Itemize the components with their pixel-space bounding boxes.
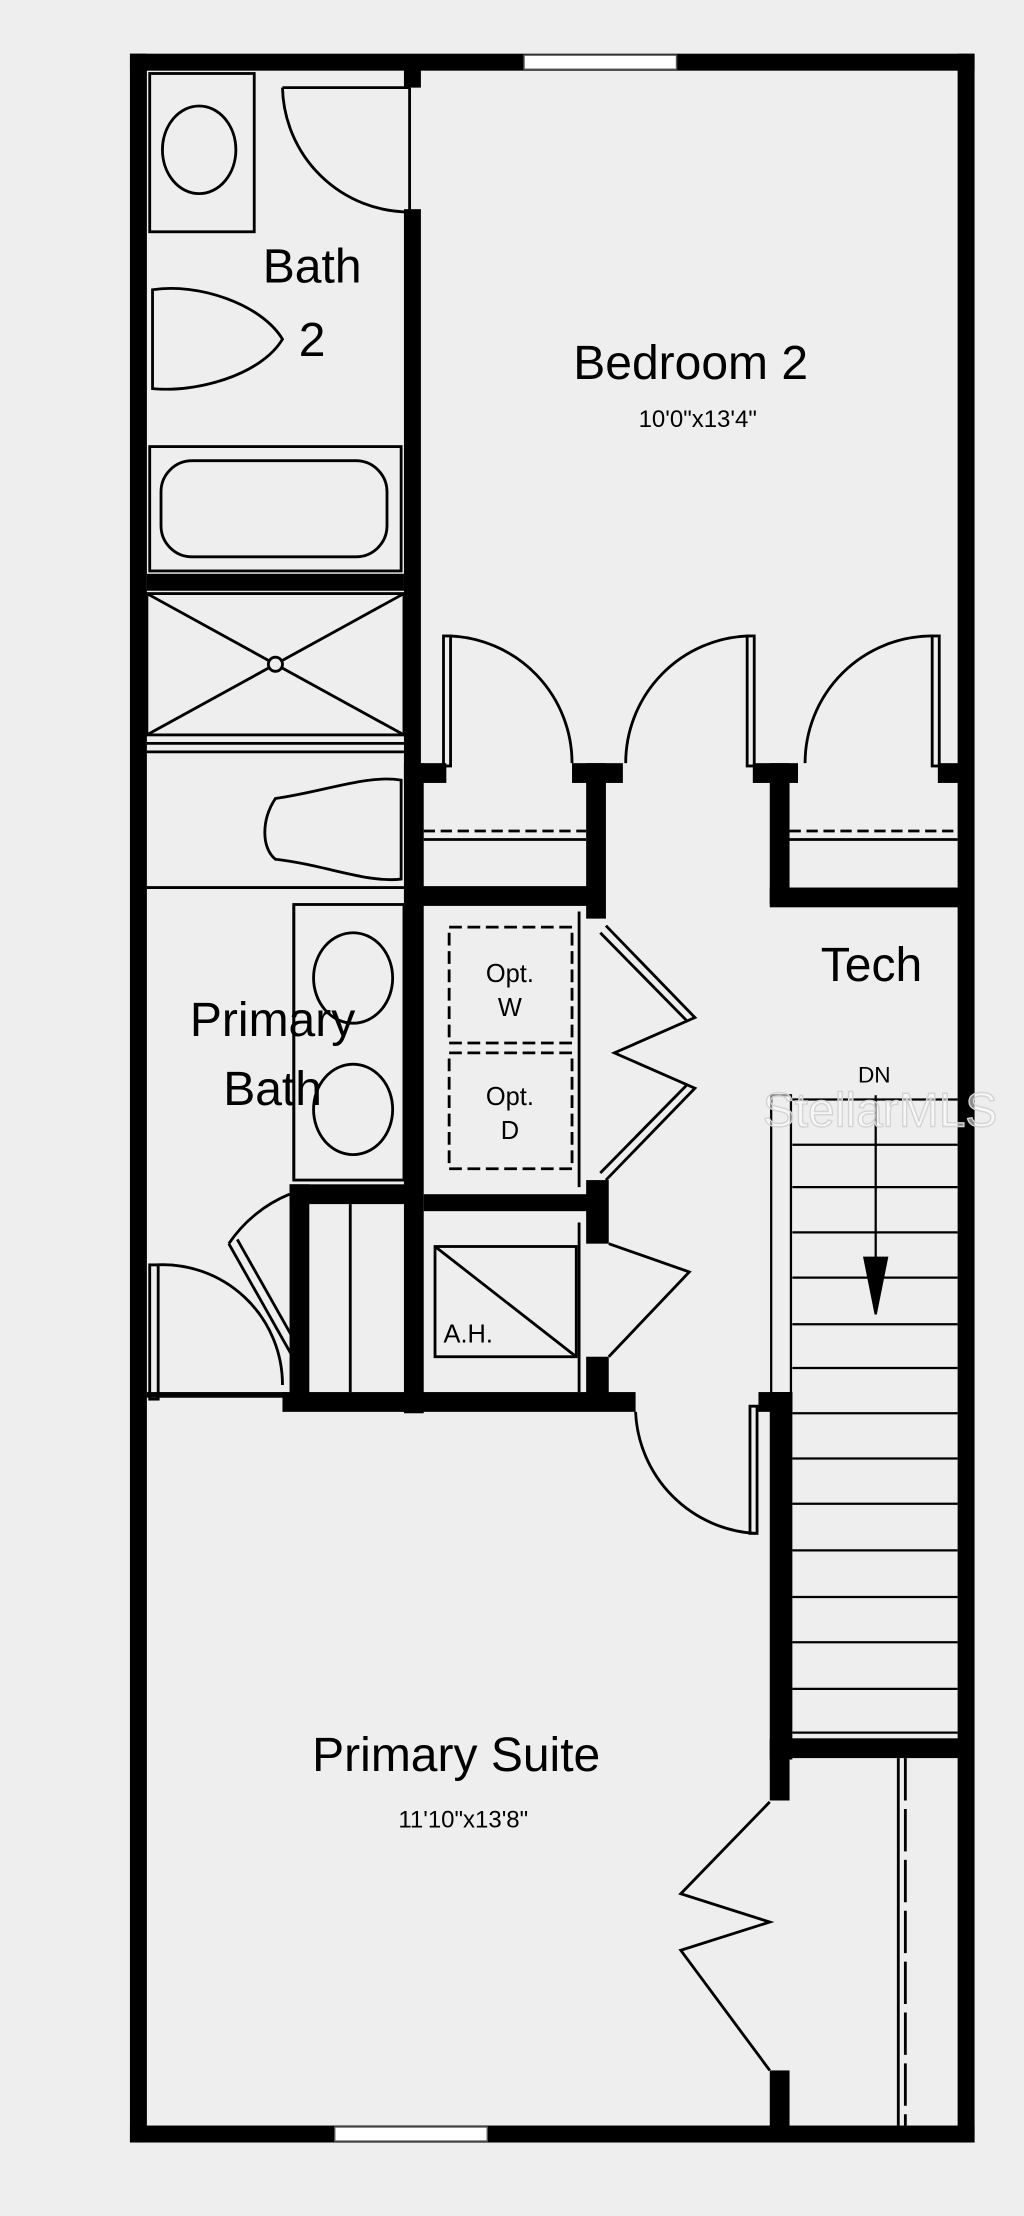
stairs-down-label: DN [858, 1063, 891, 1088]
primary-bath-label-line1: Primary [190, 994, 355, 1047]
opt-dryer-label-line1: Opt. [486, 1083, 534, 1111]
opt-washer-label-line2: W [498, 994, 522, 1022]
laundry [447, 911, 581, 1188]
bedroom2-dimensions: 10'0"x13'4" [639, 406, 757, 433]
closet-doors [423, 634, 958, 2126]
bath2-fixtures [148, 72, 412, 573]
primary-bath-label-line2: Bath [223, 1063, 322, 1116]
air-handler [433, 1222, 581, 1393]
shower [145, 592, 406, 754]
interior-walls [146, 67, 961, 2135]
windows [334, 54, 678, 2142]
primary-bath-fixtures [146, 777, 406, 1401]
watermark: StellarMLS [763, 1084, 998, 1137]
primary-suite-dimensions: 11'10"x13'8" [398, 1806, 528, 1833]
bath2-label-line1: Bath [263, 241, 362, 294]
primary-suite-label: Primary Suite [312, 1729, 600, 1782]
opt-washer-label-line1: Opt. [486, 960, 534, 988]
stairs [770, 1094, 958, 1734]
bath2-label-line2: 2 [299, 314, 326, 367]
opt-dryer-label-line2: D [501, 1117, 519, 1145]
bedroom2-label: Bedroom 2 [573, 337, 808, 390]
air-handler-label: A.H. [443, 1321, 492, 1349]
tech-label: Tech [821, 939, 922, 992]
